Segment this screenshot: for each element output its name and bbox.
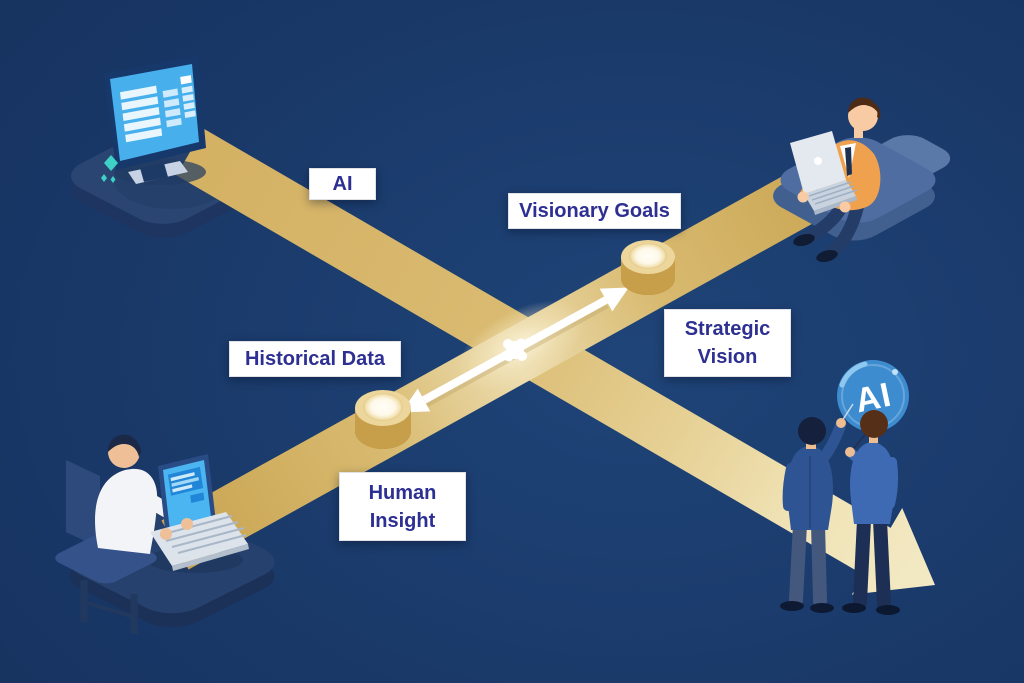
laptop-logo [814, 157, 822, 165]
man-on-sofa-illustration [773, 97, 951, 263]
shoe [842, 603, 866, 613]
balloon-glint [892, 369, 898, 375]
screen-row [122, 106, 160, 121]
chair-leg [83, 600, 135, 619]
label-visionary-goals: Visionary Goals [508, 193, 681, 229]
ai-balloon: AI [837, 360, 909, 453]
screen-row [180, 75, 192, 85]
screen-row [184, 110, 196, 119]
two-men-ai-balloon-illustration: AI [780, 360, 909, 615]
pants-leg [853, 513, 871, 609]
balloon-highlight [839, 361, 868, 388]
screen-row [121, 96, 159, 111]
screen-row [119, 85, 157, 100]
label-historical-data: Historical Data [229, 341, 401, 377]
screen-row [170, 472, 195, 482]
neck [869, 435, 878, 443]
laptop-edge [814, 196, 857, 215]
manager-hand [797, 191, 809, 203]
man-pointing [780, 403, 854, 613]
shoe [780, 601, 804, 611]
screen-row [183, 102, 195, 110]
manager-hand [839, 201, 851, 213]
keyboard-keys [159, 515, 247, 554]
manager-hair [876, 104, 881, 119]
pants-leg [789, 517, 807, 607]
screen-row [182, 93, 194, 102]
worker-hand [160, 528, 172, 540]
screen-row [163, 98, 180, 108]
screen-panel [190, 492, 205, 504]
manager-head [848, 101, 878, 131]
man-holding-balloon [842, 410, 900, 615]
manager-neck [854, 128, 863, 138]
arrow-center-knot [503, 338, 527, 362]
sparkle-icon [101, 155, 118, 183]
label-strategic-vision: Strategic Vision [664, 309, 791, 377]
neck [806, 442, 816, 449]
screen-row [125, 128, 163, 143]
screen-row [171, 476, 199, 487]
screen-row [172, 484, 193, 493]
worker-hand [181, 518, 193, 530]
raised-arm [816, 421, 846, 466]
pants-leg [873, 513, 891, 611]
screen-row [162, 88, 179, 98]
monitor-stand [140, 163, 168, 182]
worker-hair [107, 434, 141, 457]
label-ai: AI [309, 168, 376, 200]
manager-hair [847, 97, 878, 113]
manager-shoe [816, 249, 838, 263]
head-hair [860, 410, 888, 438]
worker-torso [95, 468, 158, 554]
screen-row [166, 117, 182, 128]
screen-row [123, 117, 161, 132]
pants-leg [811, 517, 827, 608]
balloon-circle [837, 360, 909, 432]
manager-tie [845, 147, 852, 176]
node-human-insight [355, 390, 411, 449]
screen-row [181, 85, 193, 94]
arm [782, 463, 796, 511]
desktop-monitor-illustration [101, 56, 206, 185]
laptop-screen-content [167, 466, 205, 504]
screen-content [119, 75, 196, 143]
arm [885, 457, 899, 509]
head-hair [798, 417, 826, 445]
keyboard-keys [808, 181, 858, 205]
pointer-stick [841, 403, 854, 422]
manager-shoe [793, 233, 815, 247]
man-working-at-laptop-illustration [55, 434, 249, 634]
shoe [810, 603, 834, 613]
hand [836, 418, 846, 428]
screen-row [165, 108, 181, 118]
laptop-edge [172, 544, 249, 571]
node-visionary-goals [621, 240, 675, 295]
label-human-insight: Human Insight [339, 472, 466, 541]
shoe [876, 605, 900, 615]
arrowhead-up-icon [599, 287, 629, 312]
chair-back [66, 460, 100, 548]
hand [845, 447, 855, 457]
manager-leg [825, 198, 865, 259]
